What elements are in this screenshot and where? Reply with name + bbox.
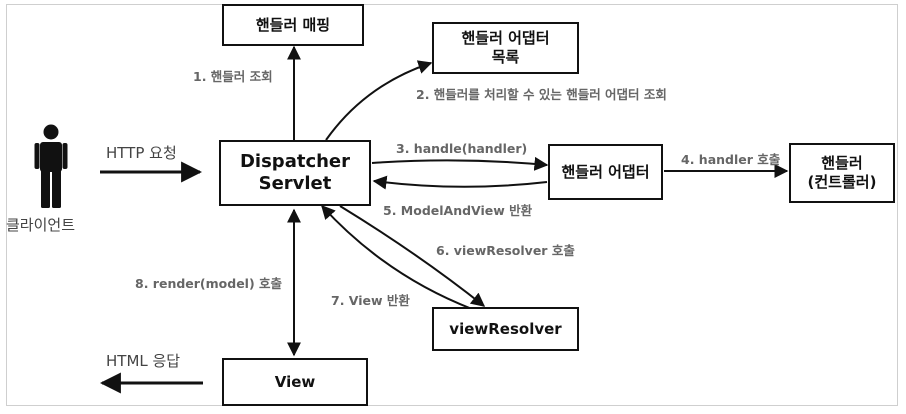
handler-line1: 핸들러 [821, 154, 863, 172]
view-resolver-text: viewResolver [449, 319, 562, 338]
step-5-label: 5. ModelAndView 반환 [383, 203, 533, 218]
handler-mapping-text: 핸들러 매핑 [255, 15, 331, 34]
handler-line2: (컨트롤러) [807, 173, 877, 191]
arrow-2-adapter-lookup [325, 60, 433, 141]
handler-adapter-box: 핸들러 어댑터 [548, 144, 663, 200]
adapter-list-line1: 핸들러 어댑터 [461, 29, 550, 47]
step-2-label: 2. 핸들러를 처리할 수 있는 핸들러 어댑터 조회 [416, 87, 667, 102]
arrow-3-handle [371, 156, 549, 171]
html-response-label: HTML 응답 [106, 352, 181, 370]
step-6-label: 6. viewResolver 호출 [436, 243, 575, 258]
dispatcher-line1: Dispatcher [239, 151, 351, 172]
view-text: View [274, 372, 316, 391]
arrow-6-view-resolver-call [339, 205, 486, 307]
client-label: 클라이언트 [6, 216, 76, 234]
handler-adapter-text: 핸들러 어댑터 [561, 162, 650, 181]
handler-mapping-box: 핸들러 매핑 [222, 4, 364, 46]
step-8-label: 8. render(model) 호출 [135, 276, 283, 291]
step-4-label: 4. handler 호출 [681, 152, 781, 167]
view-resolver-box: viewResolver [432, 307, 579, 351]
dispatcher-servlet-box: Dispatcher Servlet [219, 140, 371, 206]
arrow-5-model-and-view [372, 175, 548, 190]
step-1-label: 1. 핸들러 조회 [193, 69, 273, 84]
view-box: View [222, 358, 368, 406]
step-3-label: 3. handle(handler) [396, 141, 528, 156]
person-icon [34, 124, 68, 208]
handler-controller-box: 핸들러 (컨트롤러) [789, 143, 895, 203]
http-request-label: HTTP 요청 [106, 144, 177, 162]
step-7-label: 7. View 반환 [331, 293, 410, 308]
adapter-list-line2: 목록 [491, 48, 520, 66]
diagram-frame [6, 4, 898, 406]
arrow-7-view-return [321, 204, 473, 310]
handler-adapter-list-box: 핸들러 어댑터 목록 [432, 22, 579, 74]
dispatcher-line2: Servlet [258, 173, 332, 194]
